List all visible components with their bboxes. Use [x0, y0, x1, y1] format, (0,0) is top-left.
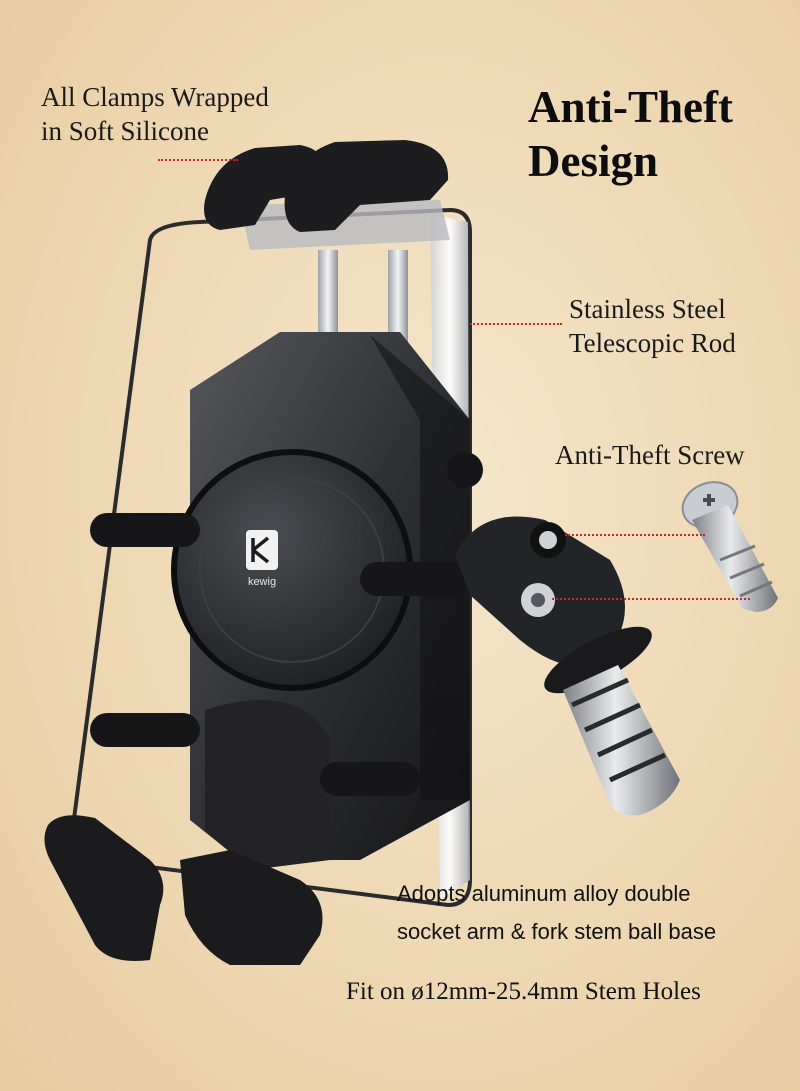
brand-logo-icon: kewig [246, 530, 278, 588]
clamps-callout-line1: All Clamps Wrapped [41, 82, 269, 112]
fork-stem [563, 665, 680, 816]
top-clamp-bar [240, 200, 450, 345]
feature-line2: socket arm & fork stem ball base [397, 919, 717, 944]
title-line1: Anti-Theft [528, 82, 733, 132]
brand-name: kewig [248, 576, 276, 588]
rod-callout-line2: Telescopic Rod [569, 328, 736, 358]
page-title: Anti-Theft Design [528, 80, 733, 188]
screw-callout-line-upper [565, 534, 705, 536]
feature-line1: Adopts aluminum alloy double [397, 881, 691, 906]
anti-theft-screw [681, 481, 778, 612]
screw-callout-line1: Anti-Theft Screw [555, 440, 745, 470]
clamps-callout-line [158, 159, 238, 161]
clamps-callout-line2: in Soft Silicone [41, 116, 209, 146]
rod-callout-line1: Stainless Steel [569, 294, 726, 324]
top-silicone-clamps [204, 140, 449, 232]
socket-arm [455, 516, 652, 694]
rod-callout-line [470, 323, 562, 325]
screw-callout-line-lower [552, 598, 750, 600]
bottom-silicone-clamps [44, 815, 323, 965]
clamp-knobs [90, 452, 483, 796]
fit-note: Fit on ø12mm-25.4mm Stem Holes [346, 978, 701, 1005]
title-line2: Design [528, 136, 659, 186]
holder-body [171, 332, 470, 870]
